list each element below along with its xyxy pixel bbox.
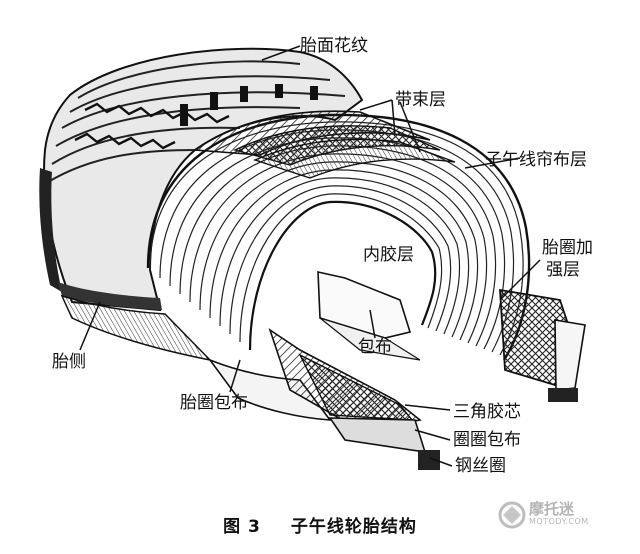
bead-wire-block (418, 450, 440, 470)
watermark-name: 摩托迷 (529, 500, 575, 518)
inner-liner-area (317, 270, 421, 361)
label-bead-wrap-2: 圈圈包布 (453, 430, 521, 450)
label-bead-wire: 钢丝圈 (455, 456, 506, 476)
label-sidewall: 胎侧 (52, 352, 86, 372)
label-belt: 带束层 (395, 90, 446, 110)
watermark-domain: MOTODY.COM (529, 517, 589, 526)
left-bead-area (207, 328, 440, 470)
label-apex: 三角胶芯 (453, 402, 521, 422)
figure-title: 子午线轮胎结构 (290, 517, 417, 537)
watermark-logo-icon (498, 501, 526, 529)
leader-lines (79, 45, 541, 467)
label-bead-reinforcement-line1: 胎圈加 (542, 238, 593, 258)
belt-layers (192, 110, 456, 179)
watermark: 摩托迷 MOTODY.COM (497, 496, 607, 536)
radial-ply-arch (149, 121, 524, 356)
figure-number: 图 3 (223, 517, 261, 537)
label-bead-reinforcement-line2: 强层 (546, 260, 580, 280)
right-bead-area (499, 288, 586, 402)
right-bead-wire (548, 388, 578, 402)
label-chafer-wrap: 包布 (358, 337, 392, 357)
tread-sidewall-block (39, 47, 364, 362)
label-bead-wrap: 胎圈包布 (180, 393, 248, 413)
label-radial-ply: 子午线帘布层 (485, 150, 587, 170)
figure-caption: 图 3 子午线轮胎结构 (0, 512, 640, 537)
label-tread: 胎面花纹 (300, 36, 368, 56)
label-inner-liner: 内胶层 (363, 245, 414, 265)
